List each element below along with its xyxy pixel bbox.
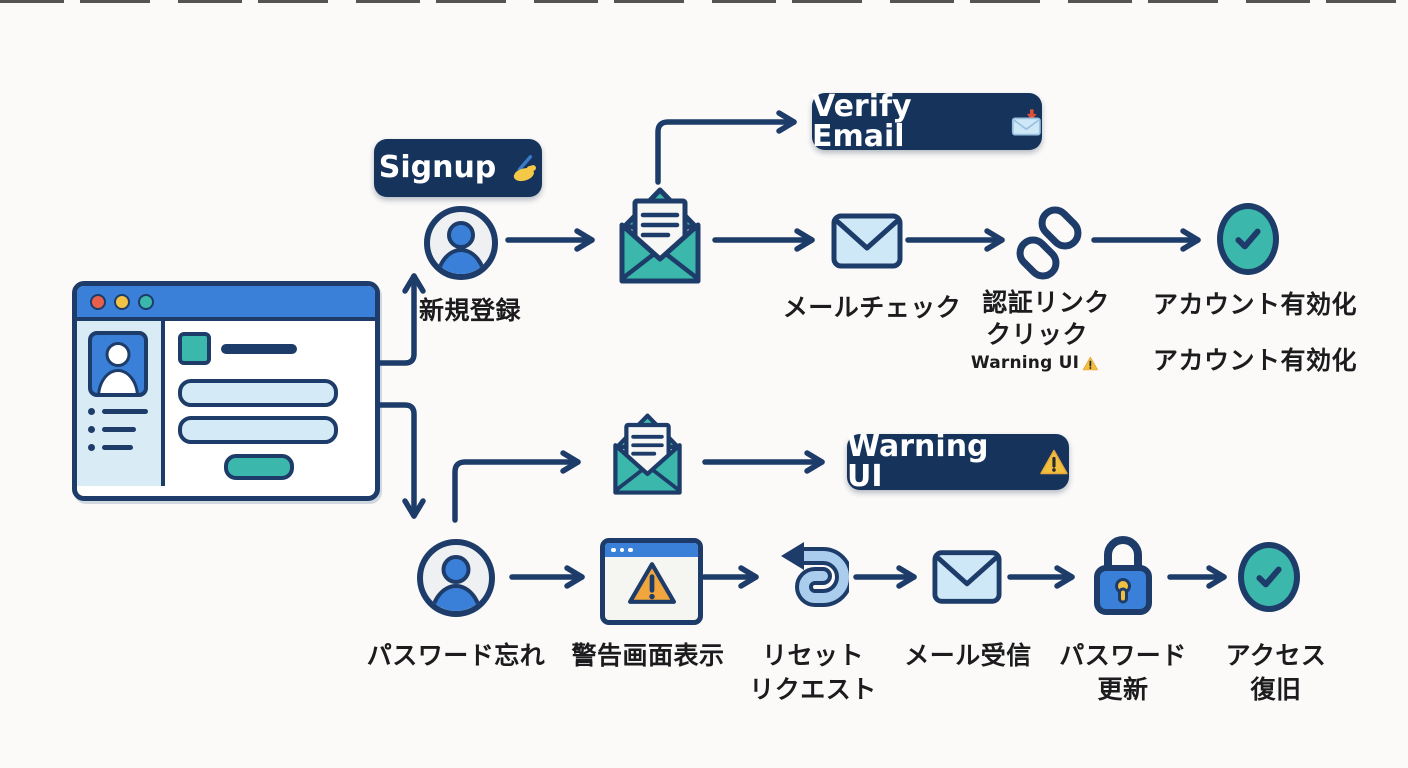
- register-label: 新規登録: [418, 296, 522, 325]
- activate-label-duplicate: アカウント有効化: [1152, 346, 1358, 375]
- window-main-panel: [165, 321, 375, 486]
- form-title-row: [178, 332, 363, 365]
- password-update-label-line1: パスワード: [1059, 641, 1187, 670]
- mail-receive-label: メール受信: [904, 641, 1032, 670]
- warning-ui-badge: Warning UI: [847, 429, 1069, 494]
- window-title-bar: [77, 286, 375, 321]
- form-title-line: [221, 343, 297, 354]
- profile-head: [105, 342, 131, 367]
- sidebar-bullet-row: [88, 426, 161, 433]
- signup-badge-label: Signup: [378, 150, 497, 185]
- incoming-envelope-icon: [1012, 108, 1042, 136]
- bullet-dot: [88, 408, 95, 415]
- warning-triangle-icon: [627, 562, 676, 604]
- warning-note: Warning UI: [971, 353, 1099, 373]
- profile-torso: [97, 369, 139, 393]
- arrow-window-to-forgot: [368, 402, 426, 519]
- form-submit-pill: [224, 454, 294, 480]
- bullet-dot: [88, 444, 95, 451]
- sidebar-bullet-row: [88, 408, 161, 415]
- window-dot-yellow: [114, 293, 130, 310]
- auth-link-label-line2: クリック: [985, 320, 1089, 349]
- open-envelope-icon: [613, 413, 682, 495]
- profile-photo-card: [88, 331, 148, 397]
- lock-icon: [1094, 536, 1152, 615]
- reset-request-label-line1: リセット: [761, 641, 865, 670]
- mini-window-body: [605, 557, 698, 609]
- bullet-line: [102, 427, 136, 432]
- sidebar-bullet-row: [88, 444, 161, 451]
- app-window-illustration: [72, 281, 380, 501]
- mini-window-dot: [619, 547, 624, 553]
- password-update-label-line2: 更新: [1097, 675, 1149, 704]
- closed-envelope-icon: [932, 550, 1002, 604]
- bullet-line: [102, 445, 133, 450]
- warning-icon: [1040, 449, 1068, 475]
- mini-window-title-bar: [605, 543, 698, 557]
- signup-badge: Signup: [374, 139, 542, 197]
- form-title-square: [178, 332, 211, 365]
- warning-note-label: Warning UI: [970, 353, 1080, 373]
- window-dot-red: [90, 293, 106, 310]
- bullet-line: [102, 409, 148, 414]
- arrow-send-to-verify: [655, 110, 797, 185]
- verify-email-badge: Verify Email: [812, 88, 1042, 154]
- warning-screen-label: 警告画面表示: [571, 641, 725, 670]
- auth-link-label-line1: 認証リンク: [982, 288, 1110, 317]
- mail-check-label: メールチェック: [782, 293, 962, 322]
- closed-envelope-icon: [831, 213, 903, 269]
- verify-email-badge-label: Verify Email: [812, 88, 912, 154]
- reset-request-label-line2: リクエスト: [749, 675, 877, 704]
- access-restore-label-line1: アクセス: [1225, 641, 1327, 670]
- forgot-password-label: パスワード忘れ: [366, 641, 546, 670]
- check-circle-icon: [1238, 542, 1300, 612]
- user-avatar-icon: [424, 206, 498, 280]
- arrow-branch-to-warnmail: [452, 450, 581, 523]
- open-envelope-icon: [619, 187, 701, 284]
- access-restore-label-line2: 復旧: [1250, 675, 1302, 704]
- check-circle-icon: [1217, 203, 1279, 275]
- bullet-dot: [88, 426, 95, 433]
- window-dot-teal: [138, 293, 154, 310]
- activate-label: アカウント有効化: [1152, 290, 1358, 319]
- form-input-bar: [178, 379, 338, 407]
- browser-warning-icon: [600, 538, 703, 625]
- top-edge-artifact: [0, 0, 1408, 3]
- form-input-bar: [178, 416, 338, 444]
- mini-window-dot: [611, 547, 616, 553]
- warning-icon: [1082, 356, 1099, 370]
- writing-hand-icon: [514, 155, 537, 182]
- warning-ui-badge-label: Warning UI: [847, 429, 989, 494]
- link-icon: [1016, 206, 1082, 280]
- mini-window-dot: [628, 547, 633, 553]
- window-body: [77, 321, 375, 486]
- window-sidebar: [77, 321, 165, 486]
- arrow-window-to-register: [368, 273, 426, 366]
- user-avatar-icon: [417, 539, 495, 617]
- reset-arrow-icon: [781, 542, 849, 607]
